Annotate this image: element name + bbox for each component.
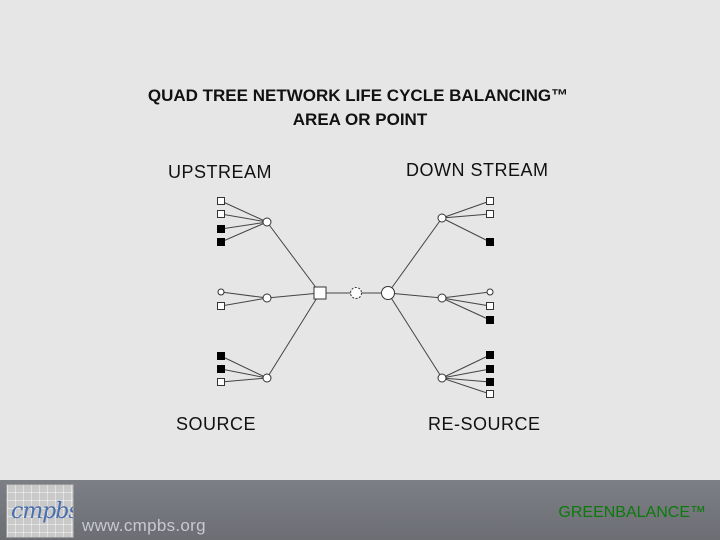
leaf-node-open (217, 197, 225, 205)
greenbalance-brand: GREENBALANCE™ (558, 504, 706, 521)
upstream-mid-hub-node (262, 293, 272, 303)
leaf-node-open (486, 302, 494, 310)
downstream-hub-node (437, 213, 447, 223)
leaf-node-filled (217, 365, 225, 373)
leaf-node-open (217, 302, 225, 310)
leaf-node-open (217, 210, 225, 218)
source-label: SOURCE (176, 414, 257, 434)
diagram-title-line2: AREA OR POINT (292, 110, 428, 129)
slide: QUAD TREE NETWORK LIFE CYCLE BALANCING™ … (147, 86, 569, 434)
downstream-mid-hub-node (437, 293, 447, 303)
upstream-hub-node (262, 217, 272, 227)
leaf-node-open (486, 390, 494, 398)
source-hub-node (262, 373, 272, 383)
downstream-label: DOWN STREAM (406, 160, 549, 180)
resource-hub-node (437, 373, 447, 383)
leaf-node-filled (486, 238, 494, 246)
leaf-node-open (486, 210, 494, 218)
leaf-node-filled (486, 316, 494, 324)
leaf-node-open (486, 197, 494, 205)
leaf-node-circle (486, 288, 494, 296)
diagram-title-line1: QUAD TREE NETWORK LIFE CYCLE BALANCING™ (147, 86, 569, 105)
quad-tree-network-diagram (217, 197, 494, 398)
footer-bar (0, 480, 720, 540)
footer-url[interactable]: www.cmpbs.org (82, 516, 206, 535)
resource-label: RE-SOURCE (428, 414, 541, 434)
logo-text: cmpbs (11, 499, 74, 524)
central-square-node (313, 286, 327, 300)
leaf-node-filled (217, 238, 225, 246)
central-dashed-node (350, 287, 362, 299)
leaf-node-open (217, 378, 225, 386)
leaf-node-filled (217, 225, 225, 233)
leaf-node-filled (486, 365, 494, 373)
leaf-node-filled (217, 352, 225, 360)
cmpbs-logo: cmpbs (6, 484, 74, 538)
central-circle-node (381, 286, 395, 300)
leaf-node-filled (486, 351, 494, 359)
leaf-node-circle (217, 288, 225, 296)
upstream-label: UPSTREAM (168, 162, 273, 182)
leaf-node-filled (486, 378, 494, 386)
